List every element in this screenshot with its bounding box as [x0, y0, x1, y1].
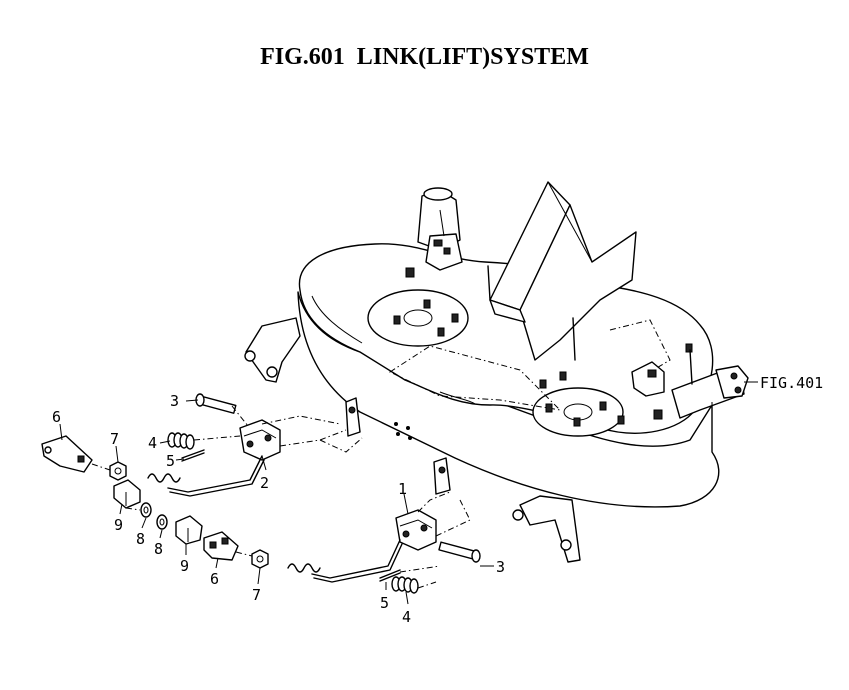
callout-5-upper: 5 — [166, 452, 175, 470]
spring-lower — [287, 563, 321, 573]
assembly-lines — [91, 405, 471, 589]
callout-5-lower: 5 — [380, 594, 389, 612]
callout-7-upper: 7 — [110, 430, 119, 448]
lift-rod-lower — [311, 539, 403, 583]
callout-3-upper: 3 — [170, 392, 179, 410]
handle-6-upper — [41, 435, 93, 473]
washer-8-left — [140, 502, 152, 518]
callout-7-lower: 7 — [252, 586, 261, 604]
callout-4-upper: 4 — [148, 434, 157, 452]
discharge-chute — [489, 181, 637, 361]
spring-4-lower — [391, 576, 419, 594]
block-9-left — [113, 479, 141, 509]
pin-3-upper — [195, 393, 237, 414]
block-9-right — [175, 515, 203, 545]
pin-3-lower — [438, 541, 481, 563]
callout-3-lower: 3 — [496, 558, 505, 576]
washer-8-right — [156, 514, 168, 530]
cotter-pin-5-lower — [379, 569, 401, 582]
callout-9-right: 9 — [180, 557, 189, 575]
callout-1: 1 — [398, 480, 407, 498]
lift-bracket-2 — [239, 419, 281, 461]
figure-title: FIG.601 LINK(LIFT)SYSTEM — [260, 44, 589, 70]
front-mount-tab-upper — [345, 397, 361, 437]
callout-fig-401: FIG.401 — [760, 374, 823, 392]
fig-401-linkage — [631, 349, 749, 448]
nut-7-upper — [109, 461, 127, 481]
callout-8-right: 8 — [154, 540, 163, 558]
deck-bolts — [393, 267, 693, 427]
lift-rod-upper — [167, 455, 265, 497]
callout-6-lower: 6 — [210, 570, 219, 588]
spring-4-upper — [167, 432, 195, 450]
callout-2: 2 — [260, 474, 269, 492]
deck-bracket-right — [512, 495, 581, 563]
nut-7-lower — [251, 549, 269, 569]
cotter-pin-5-upper — [181, 449, 205, 462]
callout-leaders — [59, 381, 758, 605]
callout-6-upper: 6 — [52, 408, 61, 426]
rear-lift-tower — [417, 187, 463, 271]
callout-8-left: 8 — [136, 530, 145, 548]
deck-bracket-left — [244, 317, 301, 383]
front-mount-tab-lower — [433, 457, 451, 495]
handle-6-lower — [203, 531, 239, 561]
callout-4-lower: 4 — [402, 608, 411, 626]
spring-upper — [147, 473, 181, 483]
threaded-stud — [487, 265, 576, 361]
callout-9-left: 9 — [114, 516, 123, 534]
lift-bracket-1 — [395, 509, 437, 551]
